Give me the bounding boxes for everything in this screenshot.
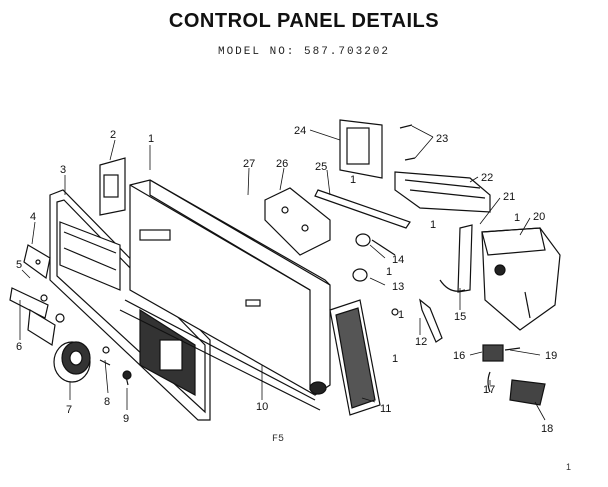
callout-1-e: 1 (398, 309, 404, 321)
bracket-2 (99, 157, 126, 216)
callout-1-b: 1 (350, 174, 356, 186)
leader-lines (19, 125, 546, 421)
callout-27: 27 (243, 158, 255, 170)
callout-26: 26 (276, 158, 288, 170)
callout-12: 12 (415, 336, 427, 348)
callout-15: 15 (454, 311, 466, 323)
callout-6: 6 (16, 341, 22, 353)
callout-21: 21 (503, 191, 515, 203)
small-components (352, 233, 443, 343)
callout-24: 24 (294, 125, 306, 137)
corner-mark: 1 (566, 462, 572, 472)
callout-9: 9 (123, 413, 129, 425)
callout-1-f: 1 (392, 353, 398, 365)
callout-1: 1 (148, 133, 154, 145)
page-title: CONTROL PANEL DETAILS (168, 10, 440, 32)
callout-13: 13 (392, 281, 404, 293)
callout-3: 3 (60, 164, 66, 176)
callout-17: 17 (483, 384, 495, 396)
callout-18: 18 (541, 423, 553, 435)
callout-1-d: 1 (386, 266, 392, 278)
bar-25 (314, 189, 411, 229)
control-panel-front (49, 189, 211, 421)
callout-25: 25 (315, 161, 327, 173)
callout-11: 11 (380, 403, 391, 415)
callout-19: 19 (545, 350, 557, 362)
timer-20 (481, 227, 561, 331)
callout-22: 22 (481, 172, 493, 184)
callout-7: 7 (66, 404, 72, 416)
callout-10: 10 (256, 401, 268, 413)
knob-7 (53, 341, 91, 383)
switch-parts (9, 244, 65, 346)
callout-23: 23 (436, 133, 448, 145)
callout-20: 20 (533, 211, 545, 223)
callout-5: 5 (16, 259, 22, 271)
strip-21 (457, 224, 473, 293)
wires (439, 279, 491, 393)
callout-14: 14 (392, 254, 404, 266)
callout-8: 8 (104, 396, 110, 408)
vent-grille-11 (329, 299, 381, 416)
switches-16-18-19 (482, 344, 546, 406)
bracket-24 (339, 119, 383, 179)
callout-2: 2 (110, 129, 116, 141)
callout-16: 16 (453, 350, 465, 362)
console-housing (119, 179, 331, 411)
screws-23 (399, 124, 416, 161)
callout-1-c: 1 (514, 212, 520, 224)
terminal-block-22 (394, 171, 491, 213)
callout-1-g: 1 (430, 219, 436, 231)
mounting-plate-26 (264, 187, 331, 256)
model-number: MODEL NO: 587.703202 (217, 46, 391, 58)
callout-4: 4 (30, 211, 36, 223)
figure-code: F5 (272, 434, 285, 445)
screws (99, 346, 132, 386)
